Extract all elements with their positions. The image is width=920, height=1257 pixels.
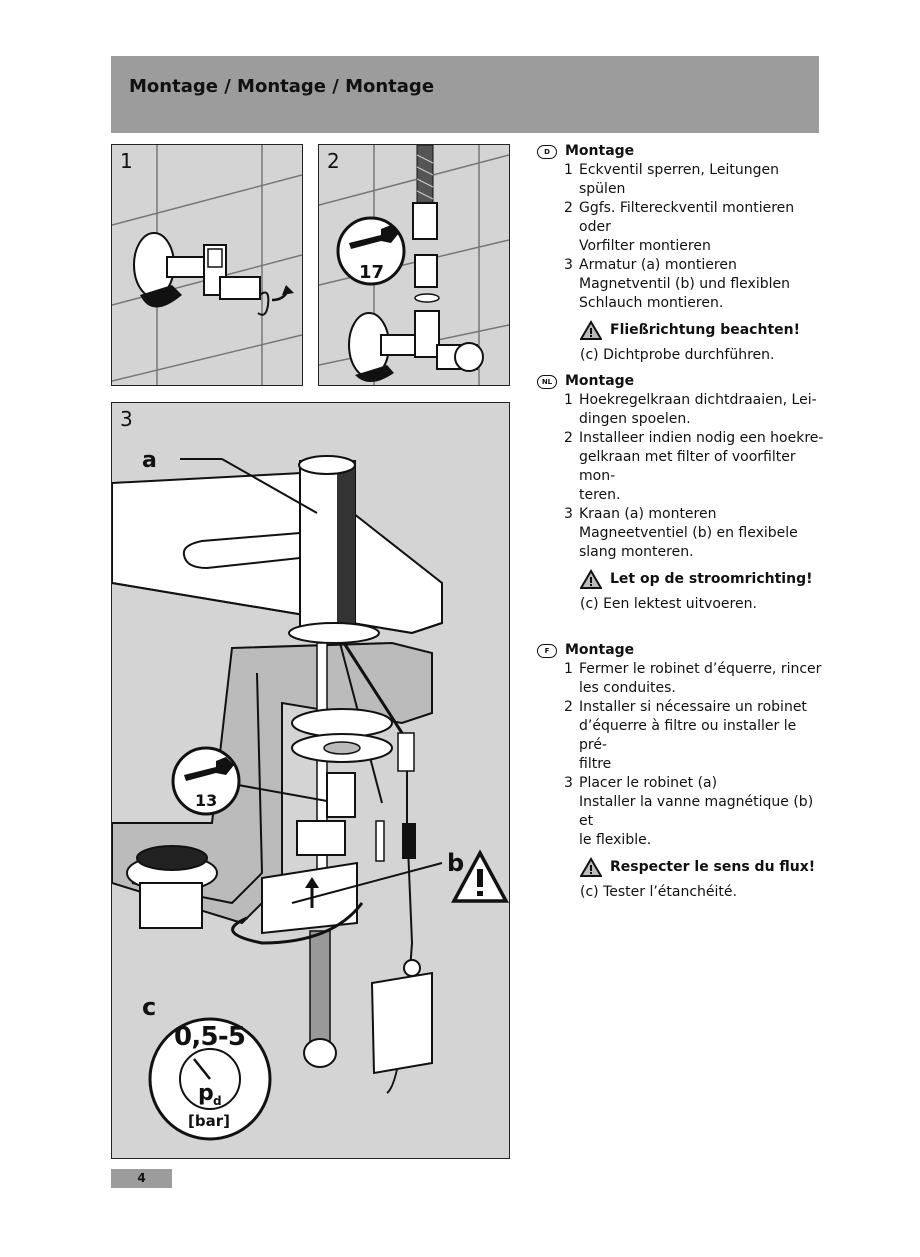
step-text: Installeer indien nodig een hoekre- gelk… xyxy=(579,430,824,503)
panel-number: 3 xyxy=(120,407,133,431)
step-number: 2 xyxy=(564,200,573,216)
callout-label-a: a xyxy=(142,448,157,473)
callout-label-b: b xyxy=(447,849,464,877)
section-heading: D Montage xyxy=(537,142,827,161)
section-heading: NL Montage xyxy=(537,372,827,391)
figure-panel-3: 13 0,5-5 p d [bar] a b c 3 xyxy=(111,402,510,1159)
step-number: 2 xyxy=(564,430,573,446)
language-badge: F xyxy=(537,643,557,658)
page-number-tab: 4 xyxy=(111,1169,172,1188)
section-title: Montage xyxy=(565,373,635,389)
step-list: 1 Eckventil sperren, Leitungen spülen 2 Gg… xyxy=(537,161,827,313)
warning-notice: Respecter le sens du flux! xyxy=(537,857,827,877)
warning-text: Fließrichtung beachten! xyxy=(610,321,800,338)
list-item: 1 Hoekregelkraan dichtdraaien, Lei- dinge… xyxy=(537,391,827,429)
warning-notice: Fließrichtung beachten! xyxy=(537,320,827,340)
pressure-subscript: d xyxy=(213,1094,222,1108)
language-badge: NL xyxy=(537,374,557,389)
pressure-symbol: p xyxy=(198,1081,214,1106)
step-text: Kraan (a) monteren Magneetventiel (b) en… xyxy=(579,506,798,560)
page-title: Montage / Montage / Montage xyxy=(129,76,435,97)
warning-text: Respecter le sens du flux! xyxy=(610,858,816,875)
panel-number: 1 xyxy=(120,149,133,173)
step-list: 1 Fermer le robinet d’équerre, rincer les… xyxy=(537,660,827,850)
list-item: 3 Kraan (a) monteren Magneetventiel (b) e… xyxy=(537,505,827,562)
language-badge: D xyxy=(537,144,557,159)
wrench-size-label: 13 xyxy=(195,791,217,810)
wrench-size-label: 17 xyxy=(359,262,384,283)
angle-valve-illustration xyxy=(112,145,302,385)
list-item: 2 Installeer indien nodig een hoekre- gel… xyxy=(537,429,827,505)
step-text: Fermer le robinet d’équerre, rincer les … xyxy=(579,661,822,696)
step-number: 1 xyxy=(564,162,573,178)
wrench-icon xyxy=(171,746,241,816)
list-item: 2 Ggfs. Filtereckventil montieren oder Vo… xyxy=(537,199,827,256)
warning-notice: Let op de stroomrichting! xyxy=(537,569,827,589)
callout-label-c: c xyxy=(142,993,156,1021)
list-item: 1 Fermer le robinet d’équerre, rincer les… xyxy=(537,660,827,698)
step-number: 3 xyxy=(564,506,573,522)
warning-icon xyxy=(451,849,509,903)
filter-valve-illustration: 17 xyxy=(319,145,509,385)
step-number: 2 xyxy=(564,699,573,715)
step-number: 3 xyxy=(564,775,573,791)
step-text: Placer le robinet (a) Installer la vanne… xyxy=(579,775,814,848)
note-text: (c) Dichtprobe durchführen. xyxy=(580,347,775,363)
section-dutch: NL Montage 1 Hoekregelkraan dichtdraaien,… xyxy=(537,372,827,614)
step-text: Eckventil sperren, Leitungen spülen xyxy=(579,162,779,197)
section-german: D Montage 1 Eckventil sperren, Leitungen … xyxy=(537,142,827,365)
step-number: 1 xyxy=(564,661,573,677)
note-text: (c) Tester l’étanchéité. xyxy=(580,884,737,900)
panel-number: 2 xyxy=(327,149,340,173)
section-title: Montage xyxy=(565,143,635,159)
step-text: Hoekregelkraan dichtdraaien, Lei- dingen… xyxy=(579,392,817,427)
section-french: F Montage 1 Fermer le robinet d’équerre, … xyxy=(537,641,827,902)
step-list: 1 Hoekregelkraan dichtdraaien, Lei- dinge… xyxy=(537,391,827,562)
pressure-gauge-icon xyxy=(148,1017,272,1141)
list-item: 3 Armatur (a) montieren Magnetventil (b) … xyxy=(537,256,827,313)
page-header: Montage / Montage / Montage xyxy=(111,56,819,133)
warning-icon xyxy=(580,857,602,877)
section-heading: F Montage xyxy=(537,641,827,660)
pressure-range: 0,5-5 xyxy=(174,1022,246,1052)
page-number: 4 xyxy=(137,1171,146,1185)
step-text: Armatur (a) montieren Magnetventil (b) u… xyxy=(579,257,790,311)
pressure-unit: [bar] xyxy=(188,1112,230,1130)
step-text: Ggfs. Filtereckventil montieren oder Vor… xyxy=(579,200,795,254)
warning-icon xyxy=(580,320,602,340)
warning-text: Let op de stroomrichting! xyxy=(610,570,813,587)
figure-panel-2: 17 2 xyxy=(318,144,510,386)
warning-icon xyxy=(580,569,602,589)
faucet-installation-illustration: 13 0,5-5 p d [bar] a b c xyxy=(112,448,509,1141)
list-item: 2 Installer si nécessaire un robinet d’éq… xyxy=(537,698,827,774)
step-number: 1 xyxy=(564,392,573,408)
section-title: Montage xyxy=(565,642,635,658)
wrench-icon xyxy=(336,216,406,286)
list-item: 3 Placer le robinet (a) Installer la vann… xyxy=(537,774,827,850)
step-number: 3 xyxy=(564,257,573,273)
step-text: Installer si nécessaire un robinet d’équ… xyxy=(579,699,807,772)
note-text: (c) Een lektest uitvoeren. xyxy=(580,596,757,612)
list-item: 1 Eckventil sperren, Leitungen spülen xyxy=(537,161,827,199)
figure-panel-1: 1 xyxy=(111,144,303,386)
